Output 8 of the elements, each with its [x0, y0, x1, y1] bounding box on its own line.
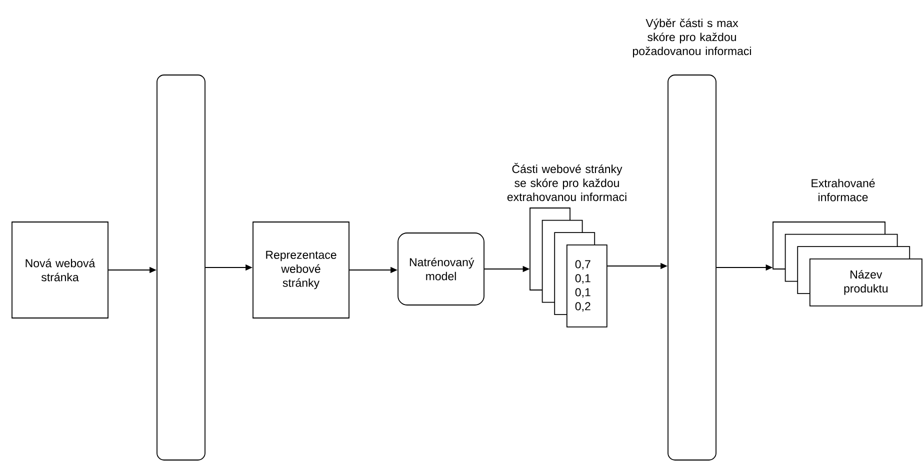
heading: Výběr části s max skóre pro každou požadovanou informaci [632, 18, 751, 58]
vertical-bar [156, 74, 206, 460]
heading: Části webové stránky se skóre pro každou extrahovanou informaci [507, 162, 626, 202]
process-box: Reprezentace webové stránky [252, 222, 350, 318]
card-stack: 0,7 0,1 0,1 0,2 [530, 208, 608, 328]
model-box: Natrénovaný model [398, 232, 484, 306]
process-box: Nová webová stránka [12, 222, 108, 318]
heading: Extrahované informace [812, 178, 875, 202]
